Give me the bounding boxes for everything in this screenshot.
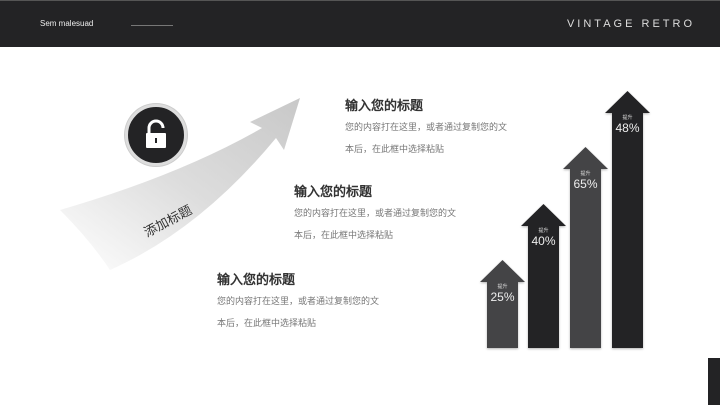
arrow-label: 提升 [538,228,549,234]
corner-block [708,358,720,405]
arrow-shape [563,147,608,348]
arrow-value: 48% [615,121,640,135]
arrow-shape [480,260,525,348]
arrow-value: 40% [531,234,556,248]
arrow-label: 提升 [497,284,508,290]
body-line: 本后，在此框中选择粘贴 [345,145,445,155]
body-line: 您的内容打在这里，或者通过复制您的文 [345,123,508,133]
growth-arrow: 提升 65% [563,147,608,348]
body-line: 本后，在此框中选择粘贴 [217,319,317,329]
header-left-text: Sem malesuad [40,19,94,28]
growth-arrow: 提升 48% [605,91,650,348]
item-title: 输入您的标题 [217,273,296,288]
arrow-shape [521,204,566,348]
header-bar: Sem malesuad VINTAGE RETRO [0,0,720,47]
body-line: 您的内容打在这里，或者通过复制您的文 [217,297,380,307]
growth-arrow: 提升 40% [521,204,566,348]
item-title: 输入您的标题 [345,99,424,114]
arrow-value: 65% [573,177,598,191]
item-body: 您的内容打在这里，或者通过复制您的文本后，在此框中选择粘贴 [217,291,417,335]
item-body: 您的内容打在这里，或者通过复制您的文本后，在此框中选择粘贴 [294,203,494,247]
item-body: 您的内容打在这里，或者通过复制您的文本后，在此框中选择粘贴 [345,117,545,161]
lock-icon [146,119,166,148]
header-divider [131,25,173,26]
growth-arrow: 提升 25% [480,260,525,348]
arrow-shape [605,91,650,348]
item-title: 输入您的标题 [294,185,373,200]
body-line: 本后，在此框中选择粘贴 [294,231,394,241]
lock-icon-badge [125,104,187,166]
arrow-value: 25% [490,290,515,304]
arrow-label: 提升 [622,115,633,121]
arrow-label: 提升 [580,171,591,177]
body-line: 您的内容打在这里，或者通过复制您的文 [294,209,457,219]
header-title: VINTAGE RETRO [566,18,695,30]
